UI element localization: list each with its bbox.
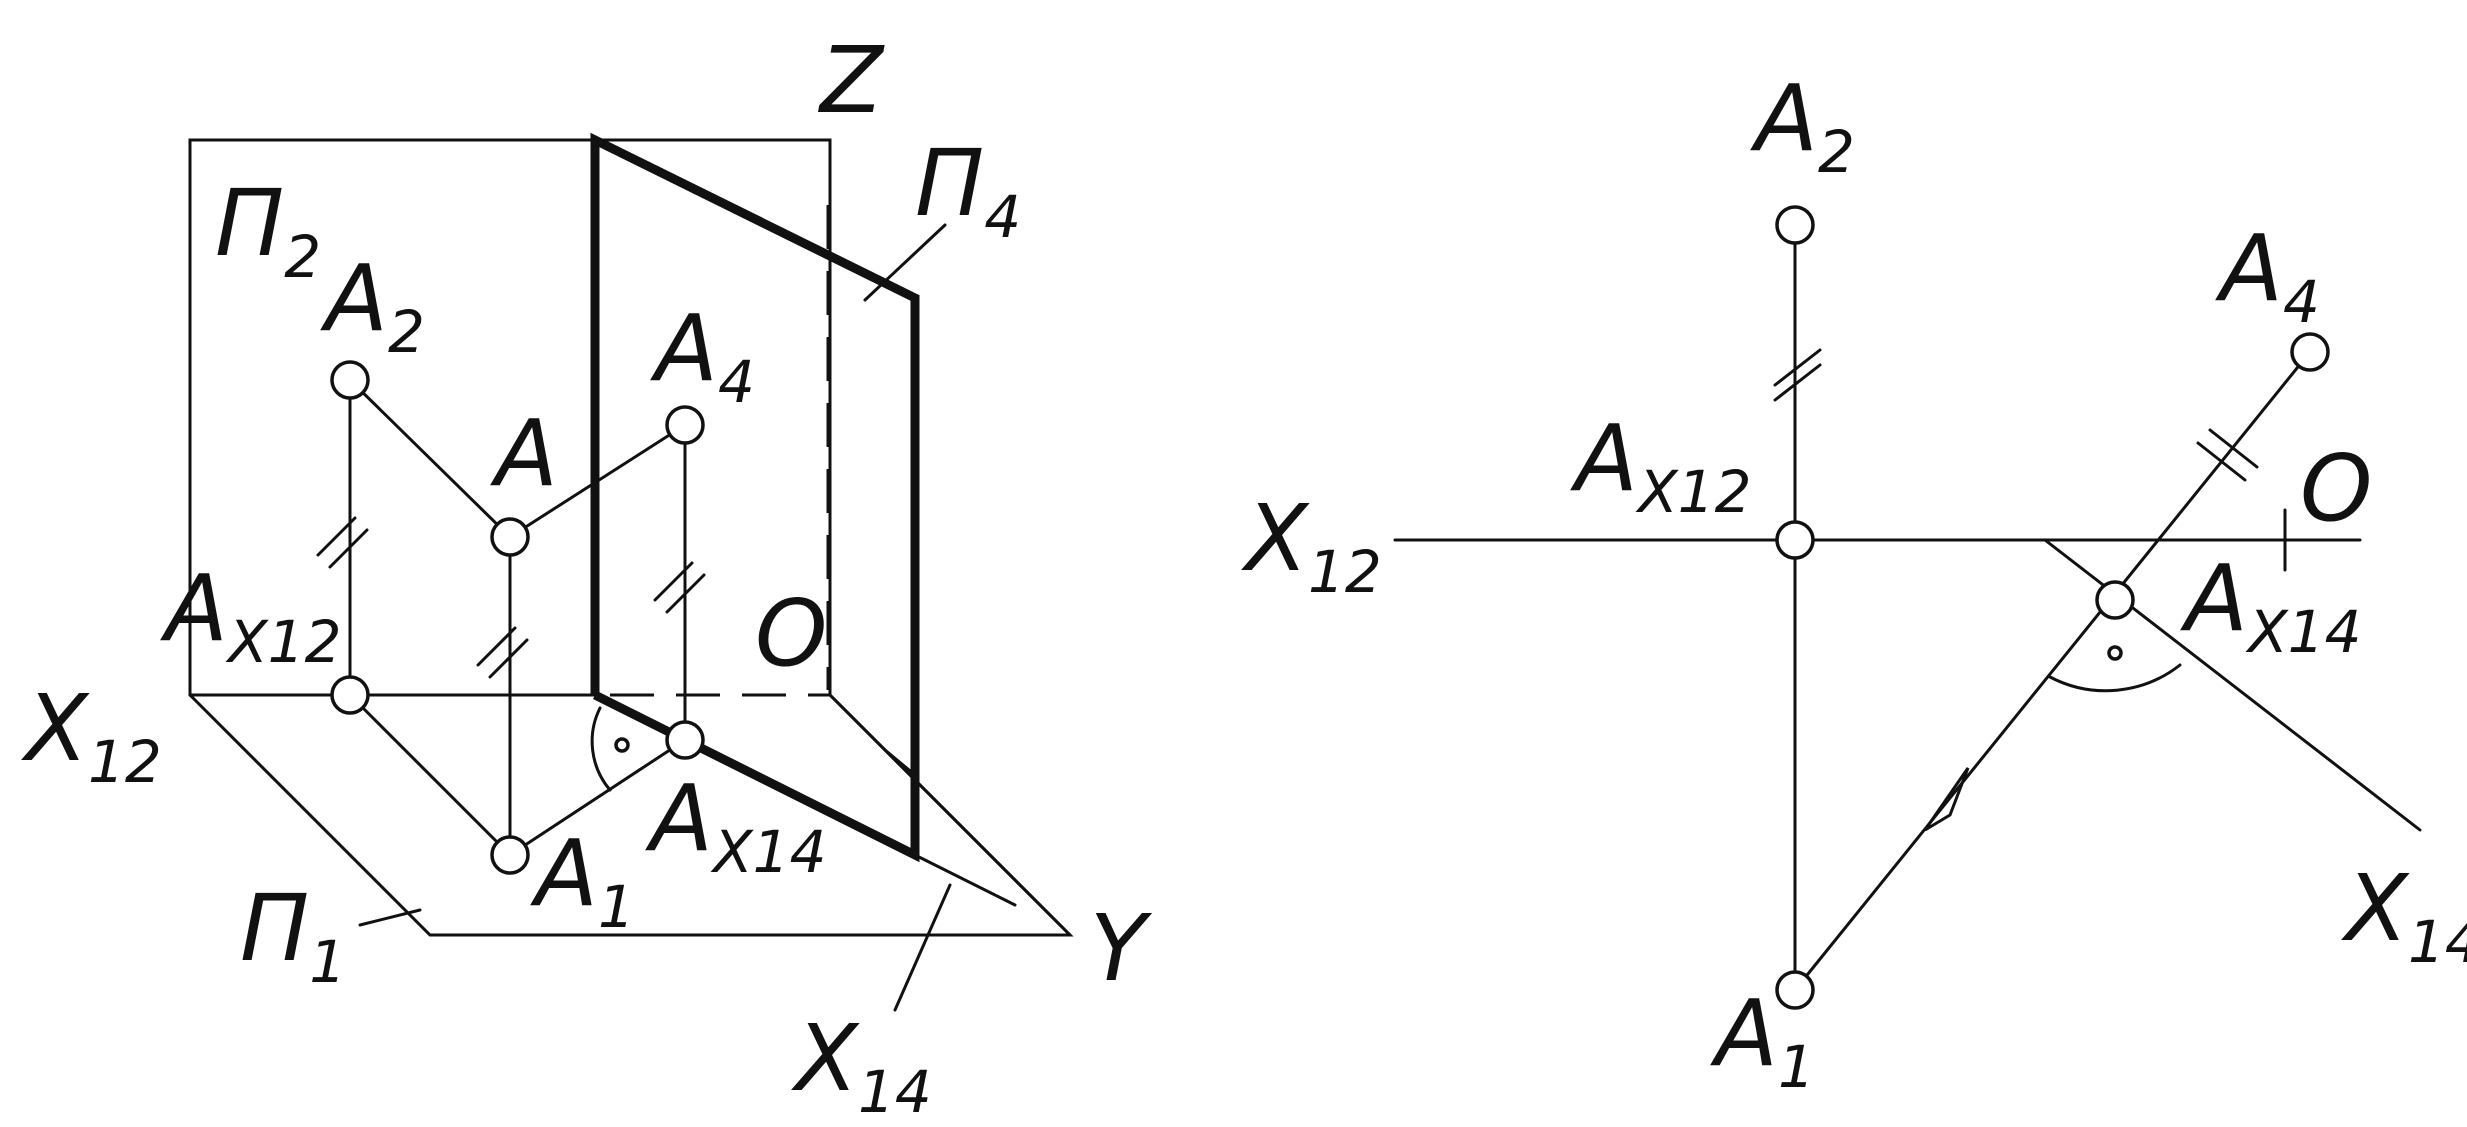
epure-label-a2: A2: [1750, 65, 1855, 186]
epure-point-ax12: [1775, 520, 1815, 560]
epure-point-a4: [2290, 332, 2330, 372]
plane-p4-outline: [590, 132, 920, 863]
epure-label-origin: O: [2300, 435, 2372, 542]
label-plane-p2: П2: [215, 170, 321, 291]
label-point-a4: A4: [650, 295, 755, 416]
epure-right-angle-arc: [2048, 663, 2182, 693]
plane-p2-outline: [188, 138, 832, 697]
proj-a1-ax14: [508, 738, 687, 857]
axis-x14-extension: [913, 853, 1017, 907]
right-angle-dot: [614, 737, 630, 753]
epure-right-angle-dot: [2107, 645, 2123, 661]
proj-ax12-a1: [348, 693, 512, 857]
label-point-ax12: AX12: [160, 555, 341, 676]
label-point-a1: A1: [530, 820, 635, 941]
label-plane-p1: П1: [240, 875, 346, 996]
label-axis-y: Y: [1090, 895, 1153, 1002]
leader-p4: [863, 223, 947, 302]
label-point-a: A: [490, 400, 558, 507]
epure-arrow: [1923, 767, 1970, 832]
point-a4: [665, 405, 705, 445]
right-angle-arc: [590, 706, 612, 792]
label-plane-p4: П4: [915, 130, 1021, 251]
left-spatial-view: П2 П1 П4 Z Y O X12 X14 A A2 A4 A1 AX12 A…: [21, 27, 1153, 1126]
epure-label-a1: A1: [1710, 980, 1815, 1101]
axis-y-line: [828, 693, 1072, 937]
label-origin: O: [755, 580, 827, 687]
proj-a-a4: [508, 423, 687, 539]
epure-link-a1-a4: [1793, 350, 2312, 992]
label-point-ax14: AX14: [645, 765, 826, 886]
right-epure-view: A2 A4 A1 AX12 AX14 X12 X14 O: [1241, 65, 2467, 1101]
point-ax12: [330, 675, 370, 715]
epure-label-a4: A4: [2215, 215, 2320, 336]
proj-a-a2: [348, 378, 512, 539]
epure-label-ax14: AX14: [2180, 545, 2361, 666]
leader-x14: [893, 883, 952, 1012]
epure-point-ax14: [2095, 580, 2135, 620]
label-axis-z: Z: [817, 27, 885, 134]
point-a: [490, 517, 530, 557]
epure-point-a1: [1775, 970, 1815, 1010]
point-a1: [490, 835, 530, 875]
label-axis-x14: X14: [791, 1005, 932, 1126]
equal-ticks: [316, 516, 706, 679]
point-a2: [330, 360, 370, 400]
label-point-a2: A2: [320, 245, 425, 366]
leader-p1: [358, 908, 422, 927]
point-ax14: [665, 720, 705, 760]
epure-point-a2: [1775, 205, 1815, 245]
label-axis-x12: X12: [21, 675, 162, 796]
epure-label-axis-x12: X12: [1241, 485, 1382, 606]
epure-equal-ticks: [1773, 348, 2259, 482]
epure-label-axis-x14: X14: [2341, 855, 2467, 976]
axis-x14-segment: [883, 748, 917, 777]
epure-label-ax12: AX12: [1570, 405, 1751, 526]
